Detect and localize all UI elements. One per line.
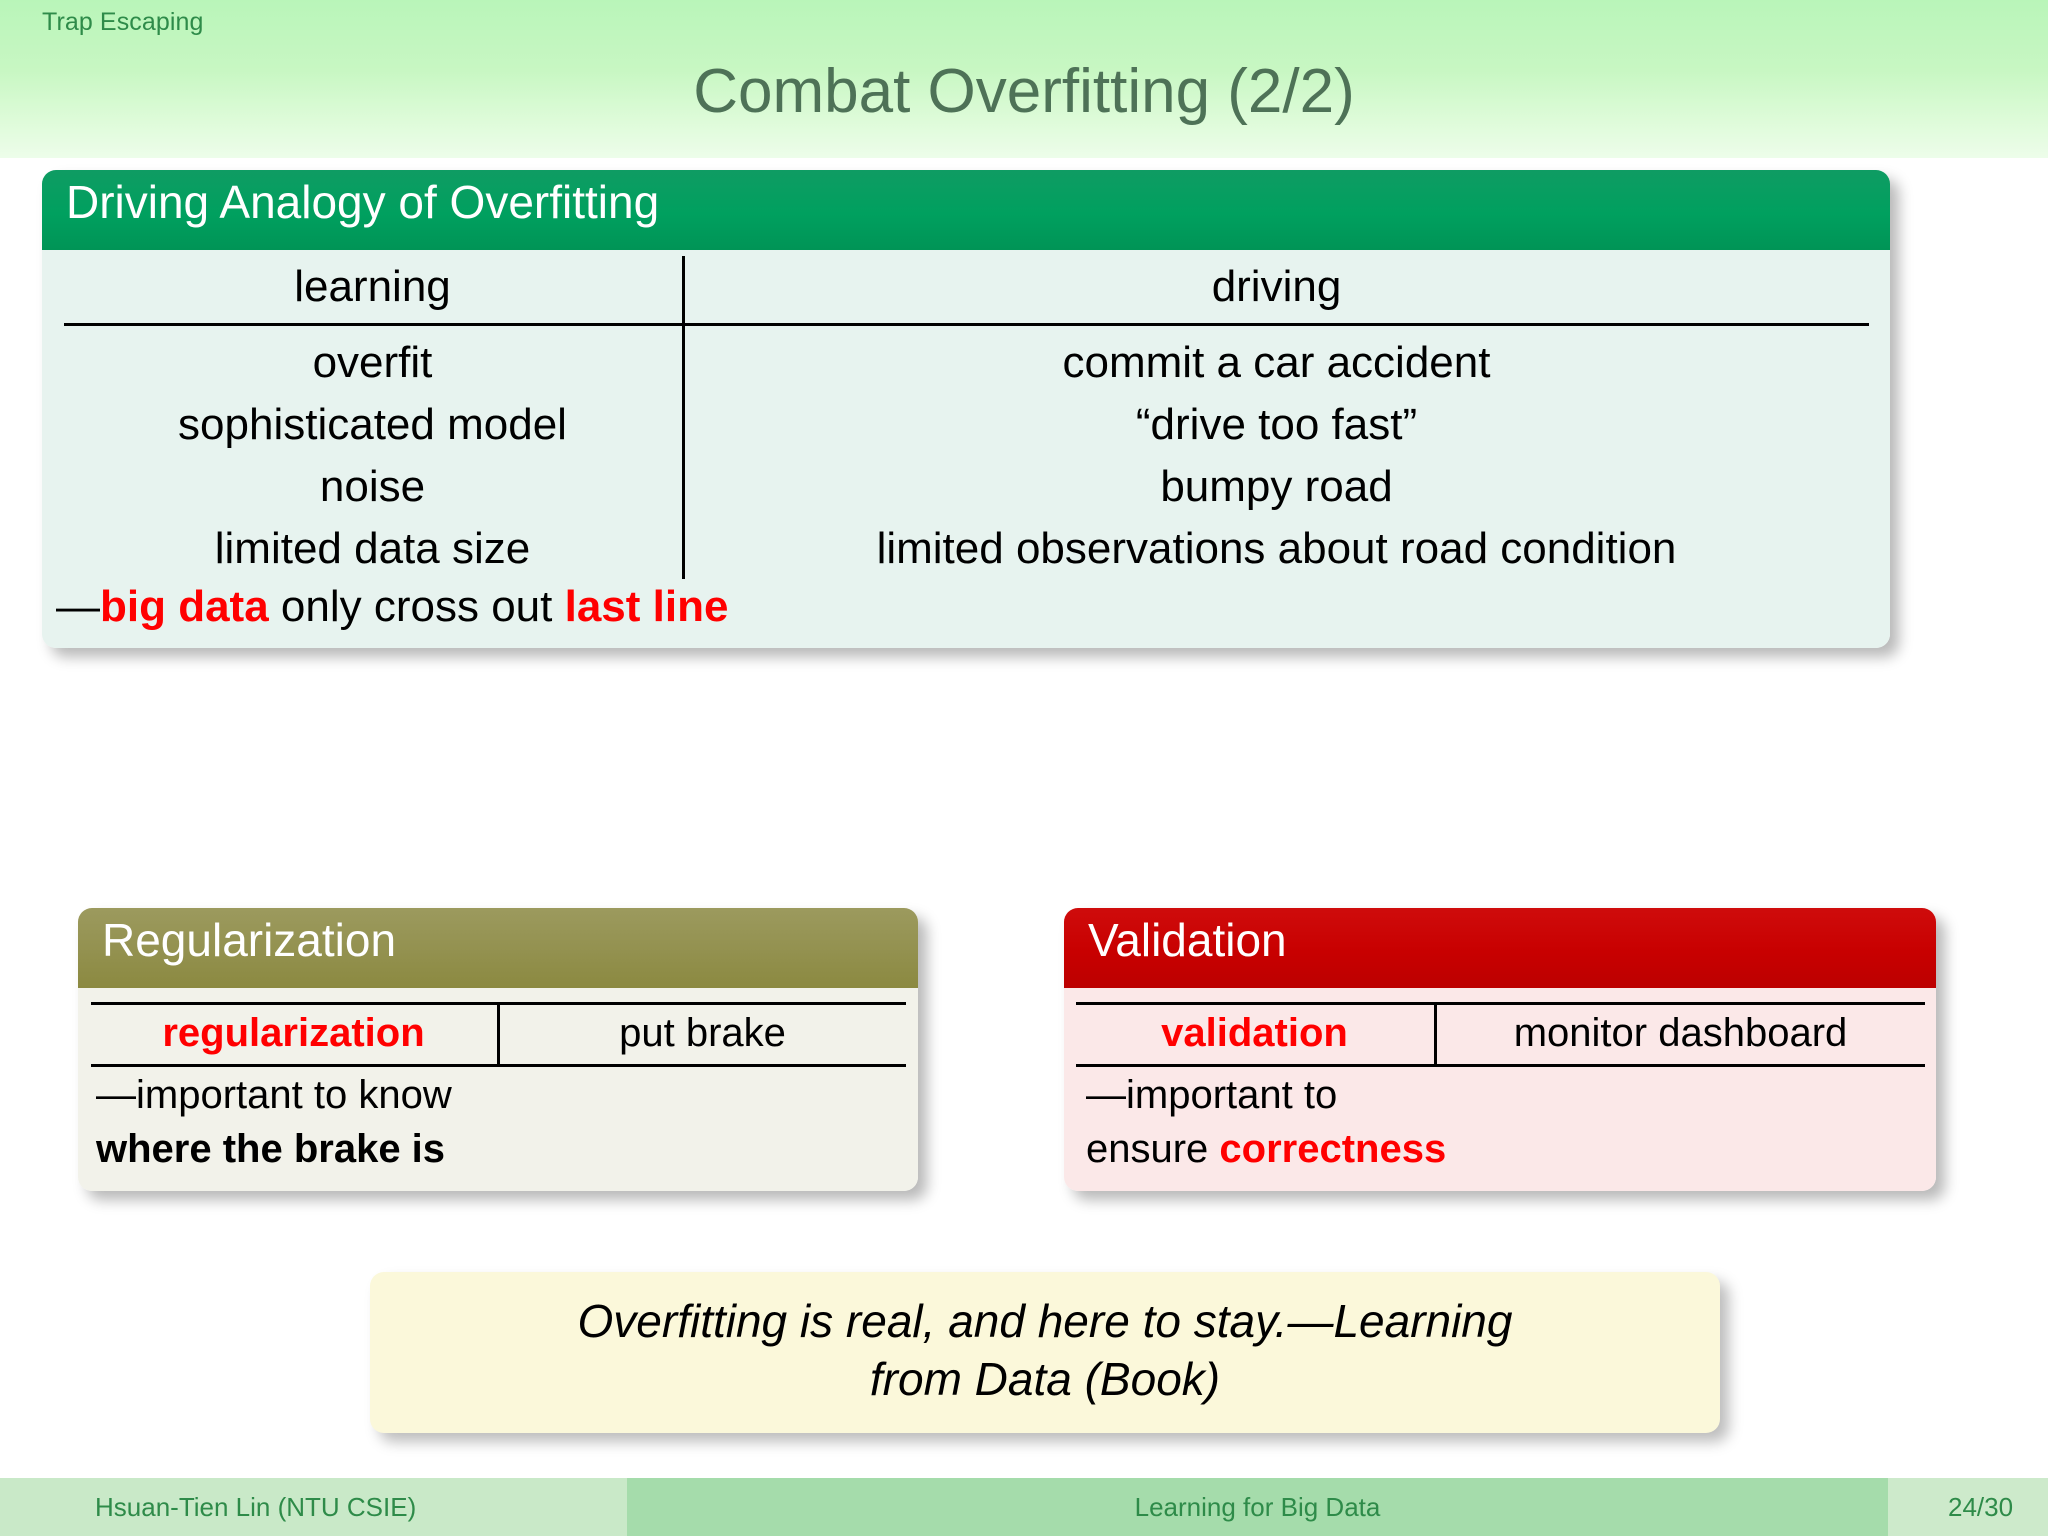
regularization-block: Regularization regularization put brake … [78, 908, 918, 1192]
validation-table: validation monitor dashboard [1075, 1002, 1925, 1067]
analogy-cell-learning-2: noise [63, 455, 685, 518]
analogy-note-middle: only cross out [268, 582, 565, 632]
analogy-cell-driving-3: limited observations about road conditio… [876, 523, 1677, 573]
analogy-cell-driving-1: “drive too fast” [1135, 399, 1418, 449]
analogy-cell-learning-0: overfit [63, 324, 685, 394]
regularization-note-line2: where the brake is [96, 1127, 446, 1172]
regularization-heading: Regularization [78, 908, 918, 988]
driving-analogy-body: learning driving overfit commit a car ac… [42, 250, 1890, 649]
table-row: sophisticated model “drive too fast” [63, 393, 1869, 456]
analogy-col-header-driving: driving [683, 256, 1869, 326]
table-row: validation monitor dashboard [1075, 1002, 1925, 1067]
quote-line-2: from Data (Book) [869, 1353, 1221, 1406]
footer-page-number: 24/30 [1888, 1478, 2048, 1536]
driving-analogy-block: Driving Analogy of Overfitting learning … [42, 170, 1890, 649]
validation-note-line2-plain: ensure [1086, 1127, 1220, 1172]
driving-analogy-heading: Driving Analogy of Overfitting [42, 170, 1890, 250]
quote-box: Overfitting is real, and here to stay.—L… [370, 1272, 1720, 1433]
footer-course: Learning for Big Data [627, 1478, 1888, 1536]
table-row: regularization put brake [90, 1002, 906, 1067]
analogy-col-header-learning: learning [63, 256, 685, 326]
validation-heading: Validation [1064, 908, 1936, 988]
validation-note-line2: ensure correctness [1064, 1121, 1936, 1175]
regularization-table-value: put brake [498, 1002, 906, 1067]
validation-table-value: monitor dashboard [1435, 1002, 1925, 1067]
validation-table-key: validation [1075, 1002, 1437, 1067]
analogy-note-emphasis-big-data: big data [100, 582, 269, 632]
validation-note-line1: —important to [1086, 1073, 1338, 1117]
table-row: limited data size limited observations a… [63, 517, 1869, 580]
analogy-cell-learning-1: sophisticated model [63, 393, 685, 456]
validation-body: validation monitor dashboard —important … [1064, 988, 1936, 1192]
regularization-table: regularization put brake [90, 1002, 906, 1067]
regularization-note-line1: —important to know [96, 1073, 452, 1117]
analogy-note-emphasis-last-line: last line [564, 582, 729, 632]
analogy-cell-driving-0: commit a car accident [1062, 337, 1491, 387]
analogy-table: learning driving overfit commit a car ac… [63, 256, 1869, 580]
footer: Hsuan-Tien Lin (NTU CSIE) Learning for B… [0, 1478, 2048, 1536]
regularization-table-key: regularization [90, 1002, 500, 1067]
table-row: noise bumpy road [63, 455, 1869, 518]
regularization-body: regularization put brake —important to k… [78, 988, 918, 1192]
quote-line-1: Overfitting is real, and here to stay.—L… [577, 1295, 1513, 1347]
analogy-cell-driving-2: bumpy road [1160, 461, 1393, 511]
analogy-note: —big data only cross out last line [42, 579, 1890, 634]
table-row: overfit commit a car accident [63, 324, 1869, 394]
validation-block: Validation validation monitor dashboard … [1064, 908, 1936, 1192]
footer-author: Hsuan-Tien Lin (NTU CSIE) [0, 1478, 627, 1536]
page-title: Combat Overfitting (2/2) [693, 57, 1355, 126]
analogy-note-dash: — [56, 582, 100, 632]
header-band [0, 0, 2048, 158]
validation-note-emphasis-correctness: correctness [1219, 1127, 1447, 1172]
analogy-cell-learning-3: limited data size [63, 517, 685, 580]
analogy-table-header-row: learning driving [63, 256, 1869, 326]
breadcrumb: Trap Escaping [42, 8, 204, 36]
